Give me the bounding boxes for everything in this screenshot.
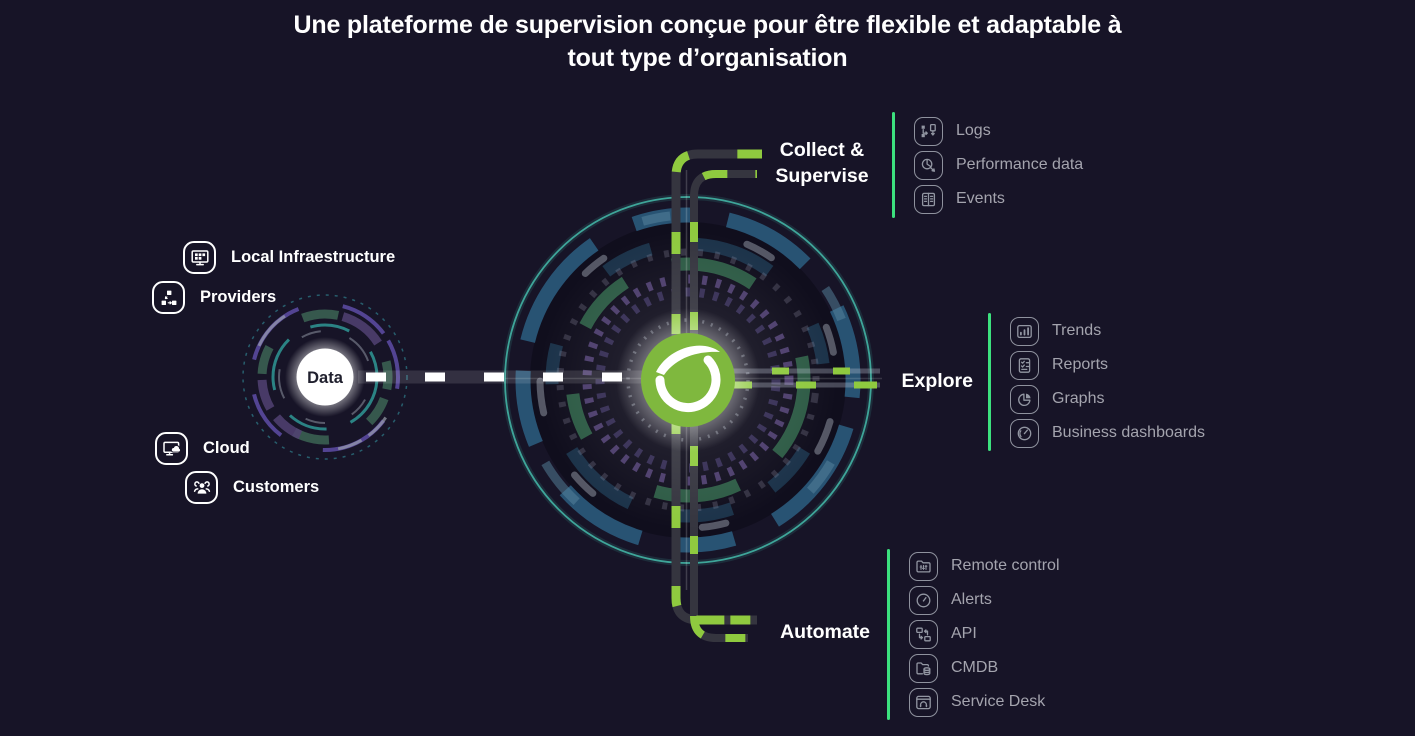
list-item: Performance data [914, 148, 1083, 182]
source-label: Local Infraestructure [231, 248, 396, 266]
list-item: CMDB [909, 651, 1060, 685]
group-title-line: Automate [780, 621, 870, 643]
page-title: Une plateforme de supervision conçue pou… [0, 9, 1415, 75]
road-collect-supervise [671, 149, 762, 374]
source-customers: Customers [185, 471, 319, 504]
service-desk-icon [909, 687, 938, 717]
source-label: Customers [233, 478, 320, 496]
item-label: Performance data [956, 156, 1084, 173]
group-title-explore: Explore [855, 369, 973, 395]
graphs-icon [1010, 384, 1039, 414]
page-title-line2: tout type d’organisation [567, 44, 848, 72]
pandora-fms-logo [641, 333, 735, 427]
customers-icon [185, 471, 218, 504]
group-title-automate: Automate [752, 620, 870, 646]
business-dashboards-icon [1010, 418, 1039, 448]
alerts-icon [909, 585, 938, 615]
remote-control-icon [909, 551, 938, 581]
list-item: Service Desk [909, 685, 1060, 719]
item-label: Business dashboards [1052, 424, 1205, 441]
list-item: Graphs [1010, 382, 1205, 416]
list-item: Logs [914, 114, 1083, 148]
page-title-line1: Une plateforme de supervision conçue pou… [293, 11, 1122, 39]
list-item: Events [914, 182, 1083, 216]
item-label: Events [956, 190, 1005, 207]
data-node: Data [242, 294, 408, 460]
source-label: Cloud [203, 439, 250, 457]
list-item: Trends [1010, 314, 1205, 348]
list-item: Business dashboards [1010, 416, 1205, 450]
trends-icon [1010, 316, 1039, 346]
source-cloud: Cloud [155, 432, 250, 465]
item-label: CMDB [951, 659, 999, 676]
source-providers: Providers [152, 281, 276, 314]
item-label: Trends [1052, 322, 1102, 339]
group-title-line: Supervise [775, 164, 869, 187]
api-icon [909, 619, 938, 649]
item-label: Graphs [1052, 390, 1105, 407]
local-infrastructure-icon [183, 241, 216, 274]
providers-icon [152, 281, 185, 314]
source-label: Providers [200, 288, 277, 306]
group-items-explore: Trends Reports Graphs Business dashboard… [1010, 314, 1205, 450]
accent-line-automate [887, 549, 890, 720]
group-title-collect-supervise: Collect & Supervise [766, 138, 878, 189]
item-label: Alerts [951, 591, 992, 608]
accent-line-collect [892, 112, 895, 218]
list-item: Reports [1010, 348, 1205, 382]
road-explore [702, 367, 880, 389]
list-item: Alerts [909, 583, 1060, 617]
reports-icon [1010, 350, 1039, 380]
group-title-line: Collect & [779, 139, 865, 161]
logo-swoosh-ring [655, 355, 721, 413]
radar-rings [502, 194, 874, 566]
performance-data-icon [914, 150, 943, 180]
item-label: Service Desk [951, 693, 1046, 710]
list-item: Remote control [909, 549, 1060, 583]
logs-icon [914, 116, 943, 146]
list-item: API [909, 617, 1060, 651]
cmdb-icon [909, 653, 938, 683]
data-node-label: Data [307, 369, 344, 387]
group-title-line: Explore [901, 370, 973, 392]
item-label: Reports [1052, 356, 1109, 373]
item-label: Logs [956, 122, 991, 139]
item-label: API [951, 625, 977, 642]
road-automate [671, 386, 757, 642]
hub-logo [538, 230, 838, 530]
data-node-disc [296, 348, 354, 406]
item-label: Remote control [951, 557, 1060, 574]
group-items-collect: Logs Performance data Events [914, 114, 1083, 216]
group-items-automate: Remote control Alerts API CMDB Service D… [909, 549, 1060, 719]
logo-swoosh-leaf [656, 345, 720, 375]
cloud-icon [155, 432, 188, 465]
source-local-infrastructure: Local Infraestructure [183, 241, 395, 274]
events-icon [914, 184, 943, 214]
data-flow-line [358, 370, 652, 384]
accent-line-explore [988, 313, 991, 451]
